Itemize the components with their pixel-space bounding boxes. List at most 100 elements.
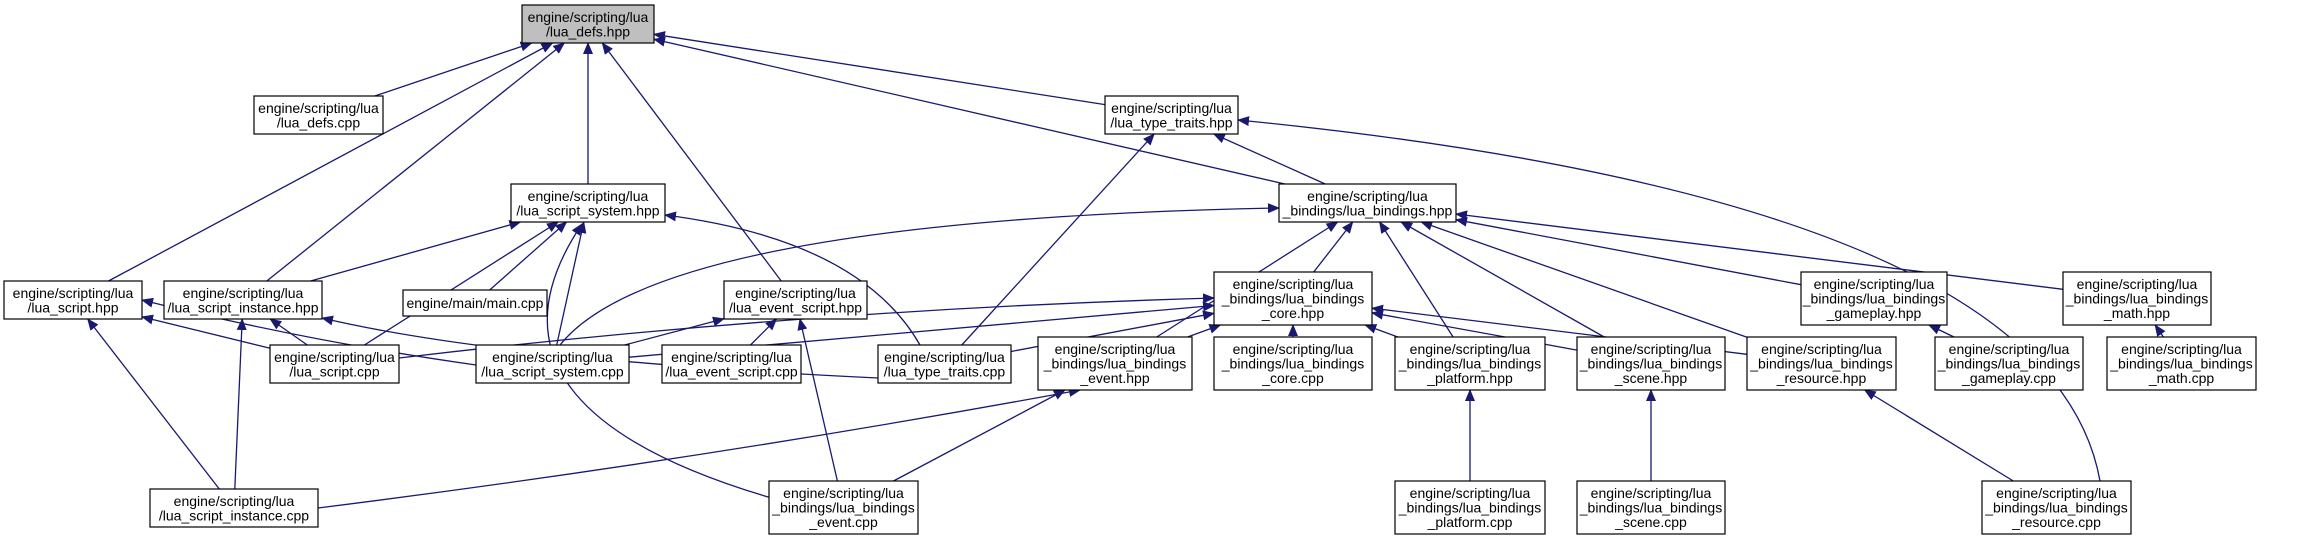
file-node-label-line: _platform.cpp xyxy=(1427,514,1513,530)
file-node-label-line: _bindings/lua_bindings xyxy=(2109,356,2252,372)
file-node-box[interactable] xyxy=(2062,271,2212,326)
file-node-box[interactable] xyxy=(1104,95,1239,135)
file-node-lua_defs_hpp[interactable]: engine/scripting/lua/lua_defs.hpp xyxy=(521,4,655,44)
file-node-lua_bindings_core_hpp[interactable]: engine/scripting/lua_bindings/lua_bindin… xyxy=(1213,271,1373,326)
file-node-main_cpp[interactable]: engine/main/main.cpp xyxy=(402,289,548,317)
file-node-box[interactable] xyxy=(1576,480,1726,535)
file-node-label-line: engine/scripting/lua xyxy=(1410,485,1531,501)
file-node-lua_type_traits_cpp[interactable]: engine/scripting/lua/lua_type_traits.cpp xyxy=(877,344,1012,384)
file-node-box[interactable] xyxy=(877,344,1012,384)
file-node-box[interactable] xyxy=(1213,271,1373,326)
file-node-box[interactable] xyxy=(1934,336,2084,391)
file-node-box[interactable] xyxy=(475,344,630,384)
file-node-lua_script_system_cpp[interactable]: engine/scripting/lua/lua_script_system.c… xyxy=(475,344,630,384)
include-edge-lua_type_traits_cpp-to-lua_script_system_hpp xyxy=(664,211,921,346)
file-node-label-line: engine/scripting/lua xyxy=(1814,276,1935,292)
file-node-lua_type_traits_hpp[interactable]: engine/scripting/lua/lua_type_traits.hpp xyxy=(1104,95,1239,135)
include-edge-lua_bindings_resource_cpp-to-lua_bindings_resource_hpp xyxy=(1863,389,2014,482)
file-node-label-line: /lua_type_traits.hpp xyxy=(1110,114,1232,130)
file-node-lua_bindings_hpp[interactable]: engine/scripting/lua_bindings/lua_bindin… xyxy=(1278,183,1457,223)
file-node-lua_event_script_hpp[interactable]: engine/scripting/lua/lua_event_script.hp… xyxy=(723,280,868,320)
file-node-label-line: engine/scripting/lua xyxy=(783,485,904,501)
file-node-label-line: _math.hpp xyxy=(2103,305,2170,321)
file-node-box[interactable] xyxy=(1576,336,1726,391)
file-node-lua_bindings_math_cpp[interactable]: engine/scripting/lua_bindings/lua_bindin… xyxy=(2106,336,2257,391)
file-node-box[interactable] xyxy=(510,183,666,223)
file-node-box[interactable] xyxy=(723,280,868,320)
include-edge-lua_event_script_hpp-to-lua_defs_hpp xyxy=(601,42,782,282)
file-node-label-line: engine/scripting/lua xyxy=(2077,276,2198,292)
include-edge-lua_bindings_platform_hpp-to-lua_bindings_core_hpp xyxy=(1364,324,1399,338)
file-node-label-line: /lua_event_script.hpp xyxy=(729,299,862,315)
file-node-box[interactable] xyxy=(1278,183,1457,223)
file-node-label-line: _core.hpp xyxy=(1261,305,1324,321)
file-node-lua_event_script_cpp[interactable]: engine/scripting/lua/lua_event_script.cp… xyxy=(661,344,802,384)
include-edge-lua_script_instance_cpp-to-lua_script_hpp xyxy=(87,318,220,490)
file-node-label-line: _scene.cpp xyxy=(1614,514,1687,530)
file-node-label-line: engine/scripting/lua xyxy=(1111,100,1232,116)
file-node-box[interactable] xyxy=(2106,336,2257,391)
file-node-box[interactable] xyxy=(163,280,323,320)
include-edge-lua_bindings_resource_cpp-to-lua_type_traits_hpp xyxy=(1237,116,2101,482)
file-node-label-line: engine/scripting/lua xyxy=(1591,485,1712,501)
file-node-lua_bindings_core_cpp[interactable]: engine/scripting/lua_bindings/lua_bindin… xyxy=(1213,336,1373,391)
file-node-label-line: engine/scripting/lua xyxy=(1307,188,1428,204)
file-node-label-line: /lua_script_system.cpp xyxy=(481,363,624,379)
file-node-label-line: engine/scripting/lua xyxy=(1949,341,2070,357)
file-node-lua_bindings_gameplay_cpp[interactable]: engine/scripting/lua_bindings/lua_bindin… xyxy=(1934,336,2084,391)
file-node-lua_bindings_platform_cpp[interactable]: engine/scripting/lua_bindings/lua_bindin… xyxy=(1394,480,1546,535)
include-edge-lua_bindings_platform_hpp-to-lua_bindings_hpp xyxy=(1379,221,1454,338)
include-edge-lua_bindings_event_cpp-to-lua_script_system_hpp xyxy=(546,223,821,512)
file-node-box[interactable] xyxy=(1800,271,1948,326)
file-node-lua_bindings_event_cpp[interactable]: engine/scripting/lua_bindings/lua_bindin… xyxy=(768,480,919,535)
file-node-box[interactable] xyxy=(253,95,384,135)
file-node-label-line: engine/scripting/lua xyxy=(174,493,295,509)
file-node-box[interactable] xyxy=(149,488,319,528)
file-node-box[interactable] xyxy=(402,289,548,317)
include-edge-lua_bindings_gameplay_hpp-to-lua_bindings_hpp xyxy=(1455,216,1802,286)
file-node-label-line: _math.cpp xyxy=(2148,370,2215,386)
file-node-label-line: engine/scripting/lua xyxy=(735,285,856,301)
file-node-box[interactable] xyxy=(661,344,802,384)
file-node-lua_bindings_event_hpp[interactable]: engine/scripting/lua_bindings/lua_bindin… xyxy=(1037,336,1193,391)
file-node-lua_defs_cpp[interactable]: engine/scripting/lua/lua_defs.cpp xyxy=(253,95,384,135)
file-node-label-line: engine/scripting/lua xyxy=(1996,485,2117,501)
file-node-box[interactable] xyxy=(1213,336,1373,391)
file-node-box[interactable] xyxy=(1037,336,1193,391)
file-node-lua_script_cpp[interactable]: engine/scripting/lua/lua_script.cpp xyxy=(269,344,400,384)
file-node-label-line: /lua_defs.hpp xyxy=(546,23,630,39)
file-node-box[interactable] xyxy=(1981,480,2132,535)
nodes-layer: engine/scripting/lua/lua_defs.hppengine/… xyxy=(3,4,2257,535)
file-node-lua_bindings_scene_cpp[interactable]: engine/scripting/lua_bindings/lua_bindin… xyxy=(1576,480,1726,535)
include-edge-lua_script_cpp-to-lua_script_instance_hpp xyxy=(269,318,308,346)
file-node-box[interactable] xyxy=(269,344,400,384)
file-node-lua_bindings_math_hpp[interactable]: engine/scripting/lua_bindings/lua_bindin… xyxy=(2062,271,2212,326)
file-node-lua_script_instance_cpp[interactable]: engine/scripting/lua/lua_script_instance… xyxy=(149,488,319,528)
file-node-label-line: _bindings/lua_bindings xyxy=(1221,291,1364,307)
file-node-lua_bindings_gameplay_hpp[interactable]: engine/scripting/lua_bindings/lua_bindin… xyxy=(1800,271,1948,326)
file-node-label-line: _bindings/lua_bindings xyxy=(1802,291,1945,307)
file-node-lua_script_instance_hpp[interactable]: engine/scripting/lua/lua_script_instance… xyxy=(163,280,323,320)
include-edge-lua_bindings_core_hpp-to-lua_bindings_hpp xyxy=(1313,221,1354,273)
include-edge-lua_script_instance_cpp-to-lua_script_instance_hpp xyxy=(234,318,247,490)
include-edge-lua_type_traits_hpp-to-lua_defs_hpp xyxy=(653,31,1106,106)
file-node-box[interactable] xyxy=(1394,336,1546,391)
file-node-box[interactable] xyxy=(3,280,143,320)
file-node-lua_bindings_platform_hpp[interactable]: engine/scripting/lua_bindings/lua_bindin… xyxy=(1394,336,1546,391)
include-edge-lua_event_script_cpp-to-lua_event_script_hpp xyxy=(750,318,778,346)
file-node-lua_bindings_resource_cpp[interactable]: engine/scripting/lua_bindings/lua_bindin… xyxy=(1981,480,2132,535)
file-node-box[interactable] xyxy=(1746,336,1897,391)
include-edge-lua_bindings_scene_hpp-to-lua_bindings_hpp xyxy=(1400,221,1605,338)
file-node-box[interactable] xyxy=(521,4,655,44)
file-node-box[interactable] xyxy=(768,480,919,535)
file-node-label-line: _platform.hpp xyxy=(1426,370,1513,386)
file-node-lua_bindings_scene_hpp[interactable]: engine/scripting/lua_bindings/lua_bindin… xyxy=(1576,336,1726,391)
file-node-lua_bindings_resource_hpp[interactable]: engine/scripting/lua_bindings/lua_bindin… xyxy=(1746,336,1897,391)
file-node-lua_script_system_hpp[interactable]: engine/scripting/lua/lua_script_system.h… xyxy=(510,183,666,223)
file-node-box[interactable] xyxy=(1394,480,1546,535)
file-node-lua_script_hpp[interactable]: engine/scripting/lua/lua_script.hpp xyxy=(3,280,143,320)
include-edge-lua_script_cpp-to-lua_script_system_hpp xyxy=(364,221,559,346)
file-node-label-line: /lua_defs.cpp xyxy=(277,114,360,130)
file-node-label-line: _bindings/lua_bindings xyxy=(1984,500,2127,516)
